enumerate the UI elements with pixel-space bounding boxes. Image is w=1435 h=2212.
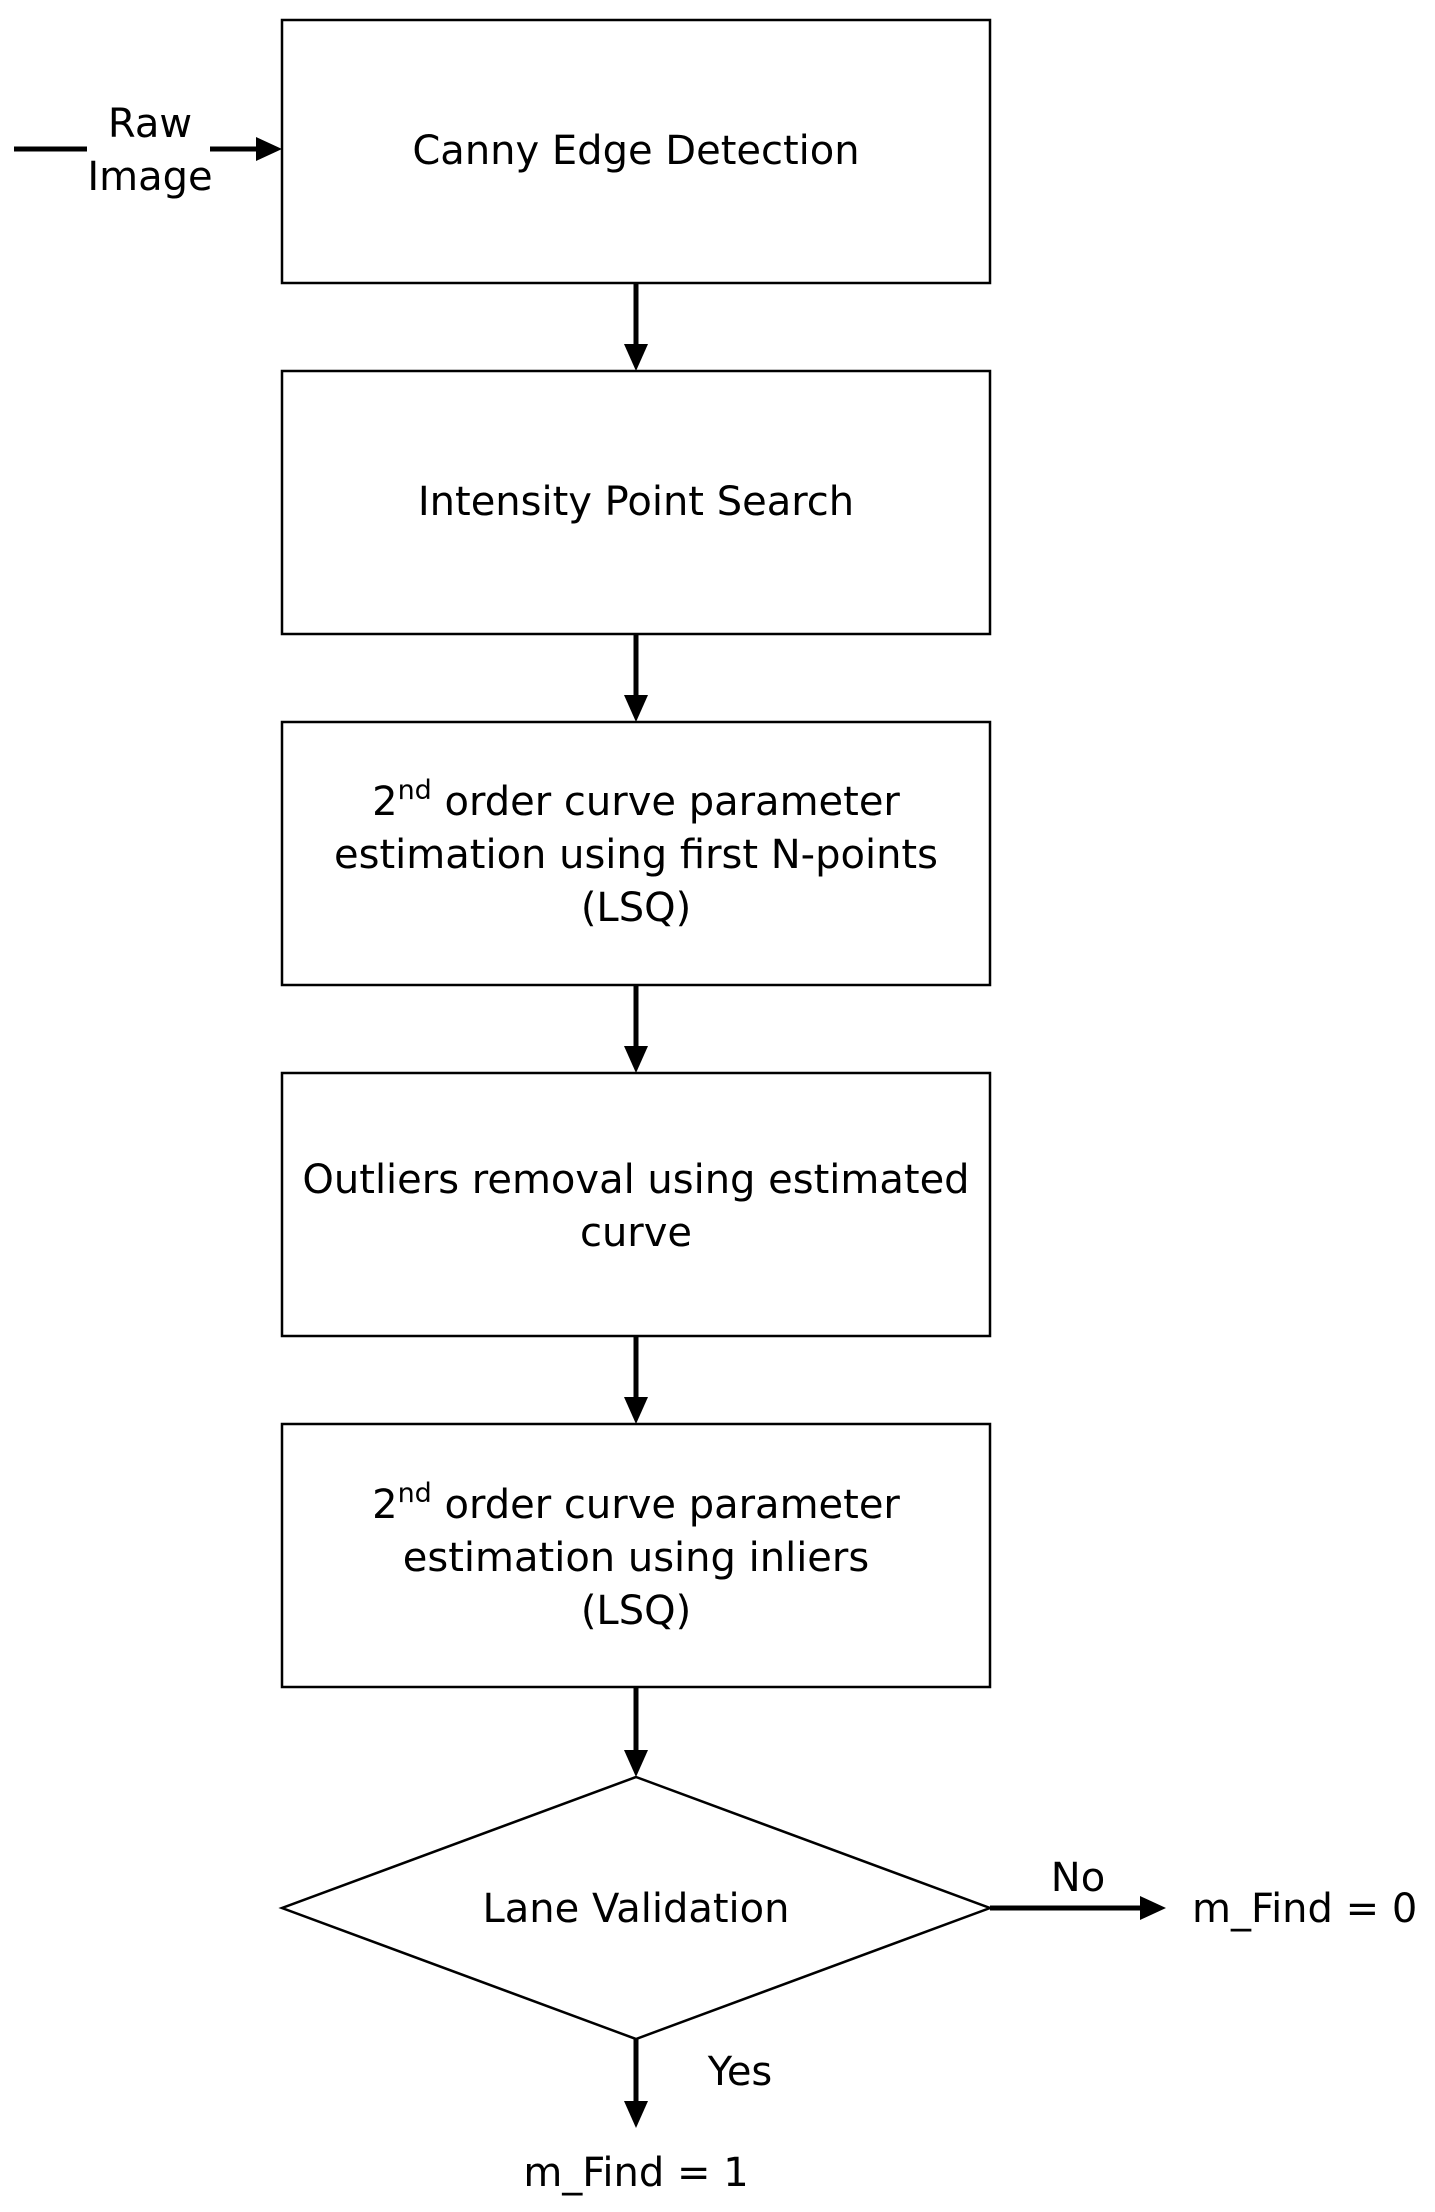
step-5-line-1: 2nd order curve parameter — [372, 1478, 900, 1528]
step-3-line-1: 2nd order curve parameter — [372, 775, 900, 825]
no-label: No — [1051, 1855, 1105, 1901]
step-5-sup-base: 2 — [372, 1482, 397, 1528]
step-5-line-3: (LSQ) — [581, 1588, 691, 1634]
arrowhead-1 — [624, 344, 648, 371]
step-3-line-2: estimation using first N-points — [334, 832, 938, 878]
yes-label: Yes — [707, 2049, 773, 2095]
step-curve-estimation-inliers — [280, 1422, 992, 1689]
step-5-line-2: estimation using inliers — [403, 1535, 869, 1581]
step-3-first-rest: order curve parameter — [432, 779, 901, 825]
step-intensity-point-search — [280, 369, 992, 636]
arrowhead-3 — [624, 1046, 648, 1073]
step-5-first-rest: order curve parameter — [432, 1482, 901, 1528]
arrowhead-5 — [624, 1750, 648, 1777]
input-arrowhead — [256, 137, 282, 161]
input-label-line2: Image — [87, 154, 212, 200]
no-result: m_Find = 0 — [1192, 1886, 1417, 1932]
step-outliers-removal — [280, 1071, 992, 1338]
yes-branch-arrowhead — [624, 2101, 648, 2128]
decision-label: Lane Validation — [483, 1886, 790, 1932]
arrowhead-2 — [624, 695, 648, 722]
step-4-line-2: curve — [580, 1210, 692, 1256]
step-curve-estimation-first-n-points — [280, 720, 992, 987]
no-branch-arrowhead — [1140, 1896, 1166, 1920]
step-4-line-1: Outliers removal using estimated — [302, 1157, 969, 1203]
step-3-line-3: (LSQ) — [581, 885, 691, 931]
arrowhead-4 — [624, 1397, 648, 1424]
step-3-sup-base: 2 — [372, 779, 397, 825]
step-2-label: Intensity Point Search — [418, 479, 854, 525]
step-1-label: Canny Edge Detection — [412, 128, 859, 174]
input-label-line1: Raw — [108, 101, 192, 147]
step-3-sup: nd — [398, 775, 432, 806]
step-canny-edge-detection — [280, 18, 992, 285]
yes-result: m_Find = 1 — [523, 2150, 748, 2196]
step-5-sup: nd — [398, 1478, 432, 1509]
